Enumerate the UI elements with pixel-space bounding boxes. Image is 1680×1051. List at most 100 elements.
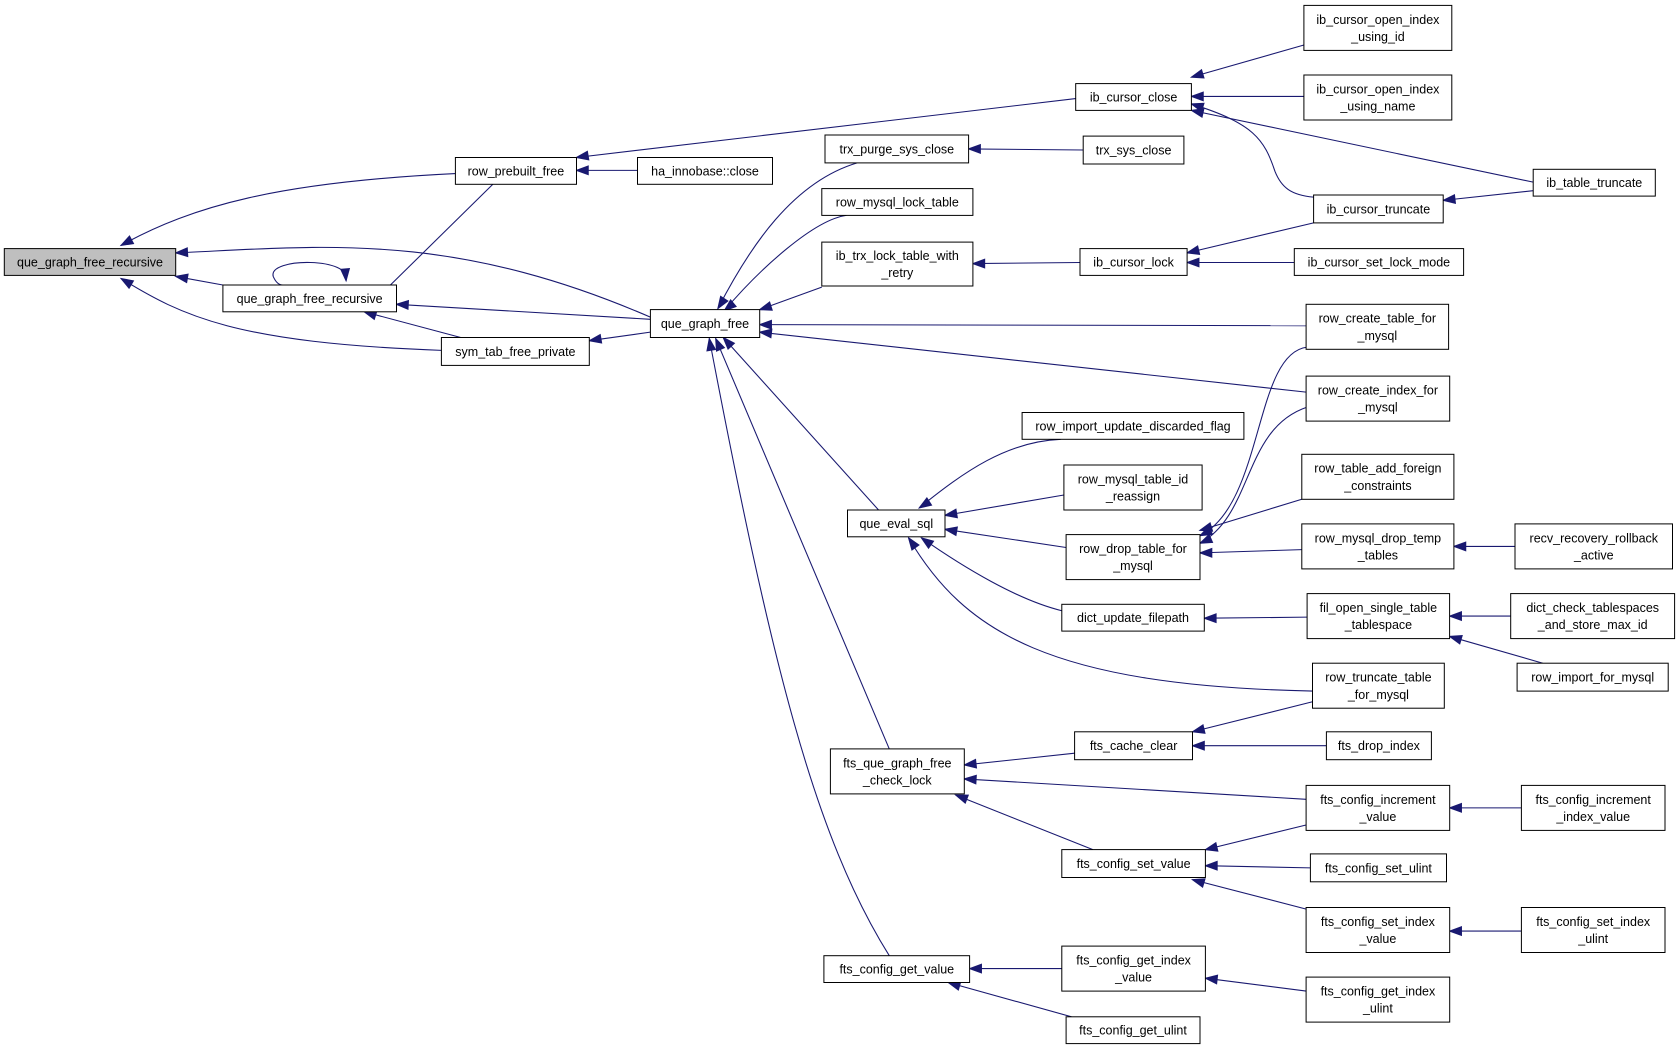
arrowhead	[723, 298, 737, 312]
node-label: _value	[1114, 971, 1152, 985]
node-box	[1510, 593, 1676, 640]
node-fts-config-set-index-value[interactable]: fts_config_set_index_value	[1305, 907, 1451, 953]
call-edge	[967, 143, 1084, 154]
edge-line	[955, 794, 1094, 851]
node-box	[454, 157, 577, 185]
node-ib-cursor-open-index-using-name[interactable]: ib_cursor_open_index_using_name	[1303, 74, 1453, 121]
node-fts-que-graph-free-check-lock[interactable]: fts_que_graph_free_check_lock	[829, 748, 965, 795]
node-row-prebuilt-free[interactable]: row_prebuilt_free	[454, 157, 577, 185]
node-row-drop-table-for-mysql[interactable]: row_drop_table_for_mysql	[1065, 534, 1201, 581]
node-fts-cache-clear[interactable]: fts_cache_clear	[1074, 731, 1193, 761]
node-row-create-index-for-mysql[interactable]: row_create_index_for_mysql	[1305, 375, 1451, 422]
arrowhead	[1448, 635, 1463, 645]
node-que-eval-sql[interactable]: que_eval_sql	[847, 509, 946, 538]
arrowhead	[962, 774, 977, 785]
node-box	[1065, 1016, 1201, 1045]
node-label: que_eval_sql	[859, 517, 933, 531]
node-recv-recovery-rollback-active[interactable]: recv_recovery_rollback _active	[1514, 523, 1673, 570]
arrowhead	[706, 337, 717, 352]
edge-line	[396, 303, 651, 320]
call-edge	[758, 328, 1307, 393]
node-box	[1293, 248, 1465, 276]
node-row-truncate-table-for-mysql[interactable]: row_truncate_table_for_mysql	[1312, 662, 1445, 709]
edge-line	[708, 338, 890, 956]
node-label: _ulint	[1577, 932, 1608, 946]
node-fts-config-get-ulint[interactable]: fts_config_get_ulint	[1065, 1016, 1201, 1045]
node-qgfr-root[interactable]: que_graph_free_recursive	[3, 248, 177, 276]
node-row-mysql-table-id-reassign[interactable]: row_mysql_table_id_reassign	[1063, 464, 1203, 511]
call-edge	[1190, 740, 1327, 751]
node-ib-cursor-truncate[interactable]: ib_cursor_truncate	[1313, 194, 1444, 224]
node-ha-innobase-close[interactable]: ha_innobase::close	[637, 157, 773, 185]
node-row-table-add-foreign-constraints[interactable]: row_table_add_foreign_constraints	[1301, 453, 1455, 500]
nodes: que_graph_free_recursive que_graph_free_r…	[3, 4, 1676, 1045]
arrowhead	[574, 150, 590, 161]
node-ib-trx-lock-table-with-retry[interactable]: ib_trx_lock_table_with_retry	[821, 241, 974, 287]
node-box	[847, 509, 946, 538]
node-ib-cursor-set-lock-mode[interactable]: ib_cursor_set_lock_mode	[1293, 248, 1465, 276]
node-que-graph-free[interactable]: que_graph_free	[649, 309, 761, 339]
node-fts-config-set-ulint[interactable]: fts_config_set_ulint	[1309, 853, 1448, 883]
call-edge	[119, 277, 442, 351]
node-fts-config-increment-index-value[interactable]: fts_config_increment_index_value	[1520, 784, 1666, 831]
node-label: row_mysql_lock_table	[836, 196, 959, 210]
node-label: ib_cursor_truncate	[1327, 202, 1431, 216]
node-fts-config-get-value[interactable]: fts_config_get_value	[823, 955, 971, 984]
node-label: recv_recovery_rollback	[1530, 531, 1659, 545]
call-edge	[119, 173, 456, 247]
node-box	[821, 188, 974, 216]
call-edge	[1198, 498, 1302, 532]
edge-line	[921, 537, 1062, 612]
node-fts-config-increment-value[interactable]: fts_config_increment_value	[1305, 784, 1451, 831]
node-label: row_create_index_for	[1318, 384, 1438, 398]
node-label: _active	[1573, 549, 1614, 563]
node-fil-open-single-table-tablespace[interactable]: fil_open_single_table_tablespace	[1306, 593, 1451, 640]
edge-line	[364, 311, 461, 339]
node-trx-purge-sys-close[interactable]: trx_purge_sys_close	[824, 134, 970, 164]
arrowhead	[1441, 193, 1457, 205]
node-label: _and_store_max_id	[1537, 618, 1648, 632]
edge-line	[1192, 879, 1313, 912]
node-row-mysql-lock-table[interactable]: row_mysql_lock_table	[821, 188, 974, 216]
node-ib-cursor-lock[interactable]: ib_cursor_lock	[1079, 248, 1188, 276]
node-box	[3, 248, 177, 276]
node-box	[1061, 849, 1206, 878]
node-qgfr[interactable]: que_graph_free_recursive	[222, 284, 397, 313]
node-ib-table-truncate[interactable]: ib_table_truncate	[1532, 168, 1656, 197]
arrowhead	[1198, 547, 1213, 558]
edge-line	[120, 278, 442, 351]
edge-line	[1187, 222, 1314, 254]
node-label: trx_purge_sys_close	[839, 142, 954, 156]
node-trx-sys-close[interactable]: trx_sys_close	[1082, 135, 1185, 165]
call-edge	[1202, 613, 1308, 624]
node-row-import-update-discarded-flag[interactable]: row_import_update_discarded_flag	[1021, 412, 1245, 440]
node-box	[1301, 453, 1455, 500]
node-fts-config-set-index-ulint[interactable]: fts_config_set_index_ulint	[1520, 907, 1666, 953]
node-row-import-for-mysql[interactable]: row_import_for_mysql	[1516, 662, 1669, 692]
arrowhead	[394, 299, 410, 311]
node-box	[1065, 534, 1201, 581]
node-box	[222, 284, 397, 313]
edge-line	[1205, 977, 1307, 992]
node-ib-cursor-open-index-using-id[interactable]: ib_cursor_open_index_using_id	[1303, 4, 1453, 51]
node-fts-drop-index[interactable]: fts_drop_index	[1325, 731, 1432, 761]
node-fts-config-set-value[interactable]: fts_config_set_value	[1061, 849, 1206, 878]
call-edge	[962, 752, 1075, 769]
edge-line	[944, 494, 1065, 516]
call-edge	[715, 337, 890, 750]
node-fts-config-get-index-value[interactable]: fts_config_get_index_value	[1061, 945, 1206, 992]
node-row-create-table-for-mysql[interactable]: row_create_table_for_mysql	[1305, 303, 1450, 350]
arrowhead	[1202, 613, 1217, 624]
node-dict-update-filepath[interactable]: dict_update_filepath	[1061, 603, 1205, 632]
arrowhead	[971, 258, 986, 269]
node-sym-tab-free-private[interactable]: sym_tab_free_private	[440, 337, 590, 366]
node-dict-check-tablespaces-and-store-max-id[interactable]: dict_check_tablespaces_and_store_max_id	[1510, 593, 1676, 640]
call-edge	[717, 162, 858, 310]
edge-line	[175, 246, 651, 318]
node-label: ib_table_truncate	[1546, 176, 1642, 190]
node-fts-config-get-index-ulint[interactable]: fts_config_get_index_ulint	[1305, 976, 1451, 1023]
arrowhead	[1189, 108, 1205, 118]
node-ib-cursor-close[interactable]: ib_cursor_close	[1075, 83, 1192, 111]
call-edge	[1185, 257, 1295, 268]
node-row-mysql-drop-temp-tables[interactable]: row_mysql_drop_temp_tables	[1301, 523, 1455, 570]
